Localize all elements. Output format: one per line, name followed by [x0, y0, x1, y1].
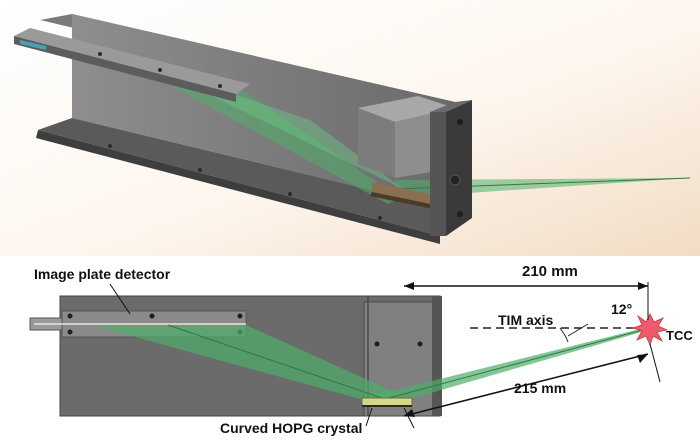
crystal-3d: [372, 182, 440, 206]
distance-tcc-label: 210 mm: [522, 263, 578, 280]
spectrometer-side-drawing: [0, 256, 700, 440]
mount-block-left: [358, 108, 395, 178]
hopg-crystal: [361, 397, 413, 407]
rail-hole: [218, 84, 222, 88]
end-plate-top: [430, 100, 472, 112]
dim-215-line: [403, 353, 649, 417]
rail-hole: [98, 52, 102, 56]
dim-215-arrow-left: [404, 409, 415, 417]
base-hole: [378, 216, 382, 220]
base-hole: [288, 192, 292, 196]
distance-crystal-label: 215 mm: [514, 380, 567, 396]
detector-rail-top: [14, 28, 250, 94]
crystal-label: Curved HOPG crystal: [220, 420, 363, 436]
spectrometer-3d-drawing: [0, 0, 700, 256]
block-hole: [417, 341, 423, 347]
end-plate-hole: [457, 119, 463, 125]
incident-beam: [360, 327, 652, 399]
angle-leader: [567, 323, 589, 337]
rail-hole: [149, 313, 155, 319]
base-hole: [108, 144, 112, 148]
beam-fan-3d: [120, 58, 400, 204]
end-plate-side-view: [432, 296, 442, 416]
end-plate-face: [446, 100, 472, 236]
dim-215-arrow-right: [637, 354, 648, 363]
detector-leader: [109, 283, 131, 315]
rail-hole: [237, 313, 243, 319]
crystal-leader-left: [365, 407, 373, 427]
tcc-label: TCC: [666, 328, 693, 343]
entrance-aperture: [449, 174, 461, 186]
base-plate-edge: [36, 130, 440, 244]
beam-fan-3d-inner: [150, 66, 405, 190]
dim-210-arrow-right: [638, 282, 648, 290]
detector-rail-side: [14, 36, 236, 102]
crystal-leader-right: [403, 407, 415, 429]
spectrometer-3d-view: [0, 0, 700, 256]
base-hole: [198, 168, 202, 172]
diffracted-ray: [167, 324, 386, 400]
rail-hole: [158, 68, 162, 72]
base-plate: [38, 118, 455, 236]
rail-hole: [67, 329, 73, 335]
end-plate-hole: [457, 211, 463, 217]
spectrometer-side-view: Image plate detector 210 mm TIM axis 12°…: [0, 256, 700, 440]
angle-label: 12°: [611, 301, 633, 317]
dim-210-arrow-left: [404, 282, 414, 290]
block-hole: [374, 341, 380, 347]
crystal-3d-edge: [370, 192, 440, 210]
detector-plate-3d: [20, 40, 46, 50]
angle-arc: [559, 327, 569, 343]
end-plate-side: [430, 112, 446, 236]
rail-hole: [67, 313, 73, 319]
dim-215-ext: [649, 343, 661, 383]
incident-ray: [384, 327, 651, 400]
mount-block-top: [358, 96, 455, 122]
tim-axis-label: TIM axis: [498, 312, 554, 328]
detector-label: Image plate detector: [34, 266, 171, 282]
